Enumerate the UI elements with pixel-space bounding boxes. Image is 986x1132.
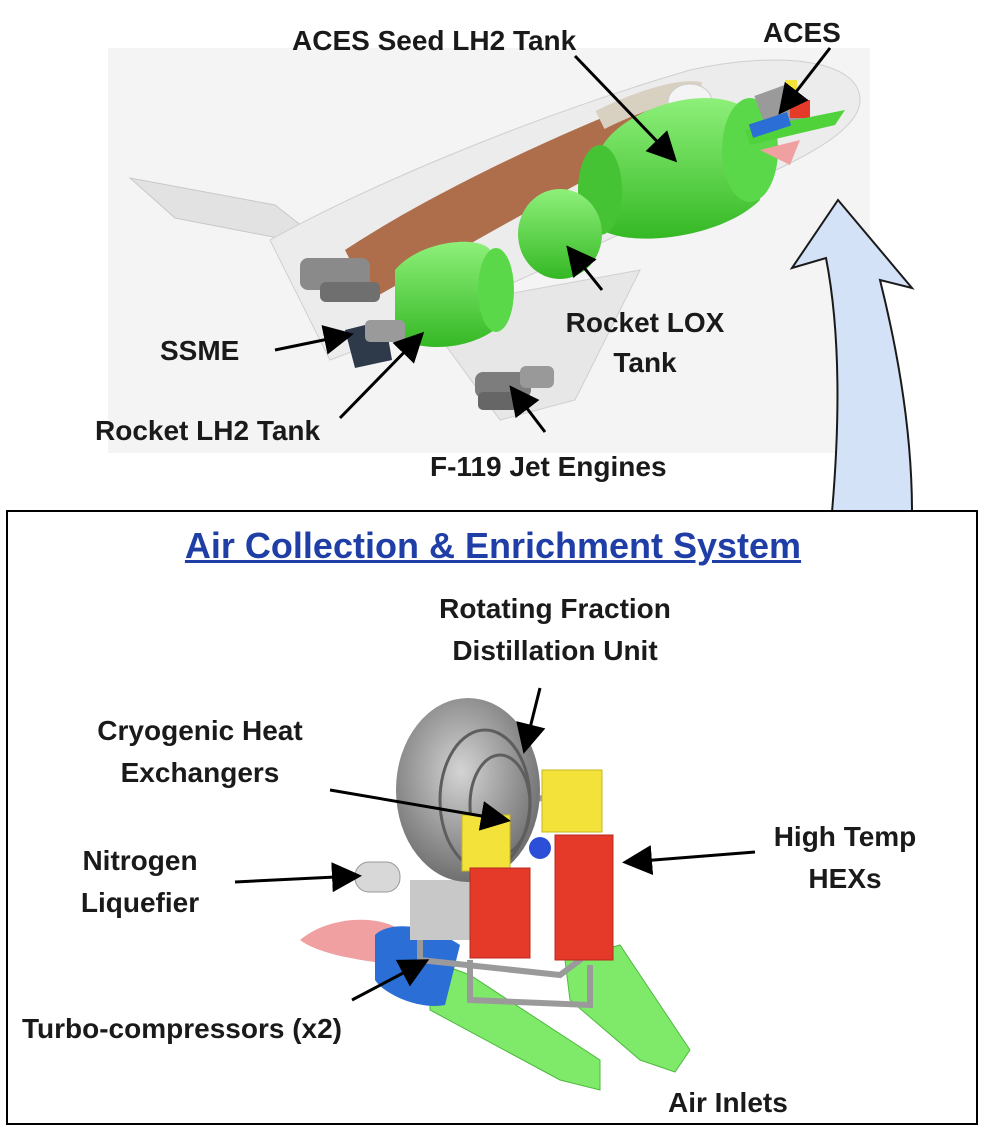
label-rocket-lox-tank-line2: Tank bbox=[613, 347, 677, 378]
curved-arrow bbox=[789, 198, 915, 513]
label-cryogenic-line2: Exchangers bbox=[120, 757, 280, 788]
label-high-temp-line2: HEXs bbox=[808, 863, 882, 894]
label-aces-seed-lh2-tank: ACES Seed LH2 Tank bbox=[292, 25, 577, 56]
cryo-hex-yellow-right bbox=[541, 769, 603, 833]
cryo-hex-yellow-left bbox=[461, 814, 511, 872]
label-rocket-lox-tank-line1: Rocket LOX bbox=[565, 307, 725, 338]
label-air-inlets: Air Inlets bbox=[668, 1087, 788, 1118]
panel-title: Air Collection & Enrichment System bbox=[184, 525, 802, 566]
label-rotating-line1: Rotating Fraction bbox=[439, 593, 671, 624]
label-turbo-compressors: Turbo-compressors (x2) bbox=[22, 1013, 342, 1044]
label-nitrogen-line1: Nitrogen bbox=[82, 845, 198, 876]
f119-engines-shape bbox=[475, 366, 554, 410]
inlet-green-right bbox=[564, 944, 691, 1073]
label-nitrogen-line2: Liquefier bbox=[80, 887, 200, 918]
label-ssme: SSME bbox=[160, 335, 240, 366]
panel-callout-arrows bbox=[234, 687, 756, 1002]
label-cryogenic-line1: Cryogenic Heat bbox=[97, 715, 303, 746]
label-f119-jet-engines: F-119 Jet Engines bbox=[430, 451, 667, 482]
high-temp-hex-right bbox=[554, 834, 614, 961]
rocket-lh2-tank-shape bbox=[395, 241, 514, 347]
high-temp-hex-left bbox=[469, 867, 531, 959]
label-high-temp-line1: High Temp bbox=[773, 821, 917, 852]
frame-block bbox=[410, 880, 470, 940]
nitrogen-liquefier-shape bbox=[354, 861, 401, 893]
label-aces: ACES bbox=[763, 17, 841, 48]
label-rotating-line2: Distillation Unit bbox=[452, 635, 658, 666]
label-rocket-lh2-tank: Rocket LH2 Tank bbox=[95, 415, 321, 446]
top-callout-arrows bbox=[274, 47, 832, 433]
